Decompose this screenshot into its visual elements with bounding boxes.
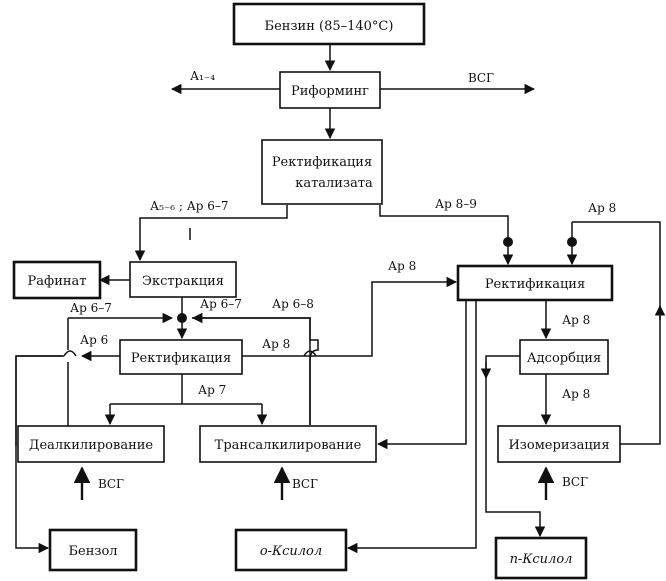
- svg-text:п-Ксилол: п-Ксилол: [510, 552, 573, 567]
- connectors: [15, 44, 666, 554]
- riforming-box: Риформинг: [279, 71, 381, 109]
- svg-text:Риформинг: Риформинг: [291, 84, 369, 99]
- izomerizaciya-box: Изомеризация: [497, 425, 621, 463]
- label-ar-8-izom: Ар 8: [562, 387, 590, 401]
- svg-text:Деалкилирование: Деалкилирование: [29, 438, 154, 453]
- label-ar-8-right-top: Ар 8: [588, 201, 616, 215]
- svg-text:Бензин (85–140°С): Бензин (85–140°С): [265, 19, 394, 34]
- label-vsg-top: ВСГ: [468, 71, 494, 85]
- label-ar-6-8: Ар 6–8: [272, 297, 314, 311]
- rektifikaciya-katalizata-box: Ректификация катализата: [261, 139, 383, 205]
- label-a-left: А₁₋₄: [190, 69, 215, 83]
- label-ar-8-adsorb: Ар 8: [562, 313, 590, 327]
- label-a-ar: А₅₋₆ ; Ар 6–7: [150, 199, 229, 213]
- label-ar-8-left: Ар 8: [262, 337, 290, 351]
- label-ar-8-mid: Ар 8: [388, 259, 416, 273]
- svg-text:Бензол: Бензол: [68, 544, 117, 559]
- label-ar-8-9: Ар 8–9: [435, 197, 477, 211]
- label-ar-6-7-left: Ар 6–7: [70, 301, 112, 315]
- rektifikaciya-right-box: Ректификация: [456, 264, 614, 302]
- svg-text:о-Ксилол: о-Ксилол: [260, 544, 322, 559]
- label-vsg-izom: ВСГ: [562, 475, 588, 489]
- benzin-box: Бензин (85–140°С): [232, 2, 426, 46]
- label-ar-6: Ар 6: [80, 333, 108, 347]
- svg-text:катализата: катализата: [295, 176, 373, 191]
- svg-text:Трансалкилирование: Трансалкилирование: [215, 438, 362, 453]
- flow-labels: А₁₋₄ ВСГ А₅₋₆ ; Ар 6–7 Ар 8–9 Ар 8 Ар 8 …: [70, 69, 616, 491]
- label-ar-7: Ар 7: [198, 383, 226, 397]
- svg-text:Рафинат: Рафинат: [28, 274, 87, 289]
- p-ksilol-box: п-Ксилол: [494, 536, 588, 580]
- svg-text:Адсорбция: Адсорбция: [527, 351, 601, 366]
- dealkilirovanie-box: Деалкилирование: [17, 425, 165, 463]
- label-ar-6-7-center: Ар 6–7: [200, 297, 242, 311]
- rafinat-box: Рафинат: [12, 260, 102, 300]
- o-ksilol-box: о-Ксилол: [234, 528, 348, 572]
- label-vsg-trans: ВСГ: [292, 477, 318, 491]
- svg-text:Изомеризация: Изомеризация: [508, 438, 609, 453]
- svg-text:Ректификация: Ректификация: [272, 155, 372, 170]
- label-vsg-deal: ВСГ: [98, 477, 124, 491]
- benzol-box: Бензол: [48, 528, 138, 572]
- svg-text:Ректификация: Ректификация: [485, 277, 585, 292]
- rektifikaciya-left-box: Ректификация: [119, 339, 243, 375]
- svg-text:Ректификация: Ректификация: [131, 351, 231, 366]
- adsorbciya-box: Адсорбция: [519, 339, 609, 375]
- transalkilirovanie-box: Трансалкилирование: [199, 425, 377, 463]
- svg-text:Экстракция: Экстракция: [142, 274, 224, 289]
- ekstrakciya-box: Экстракция: [129, 261, 237, 298]
